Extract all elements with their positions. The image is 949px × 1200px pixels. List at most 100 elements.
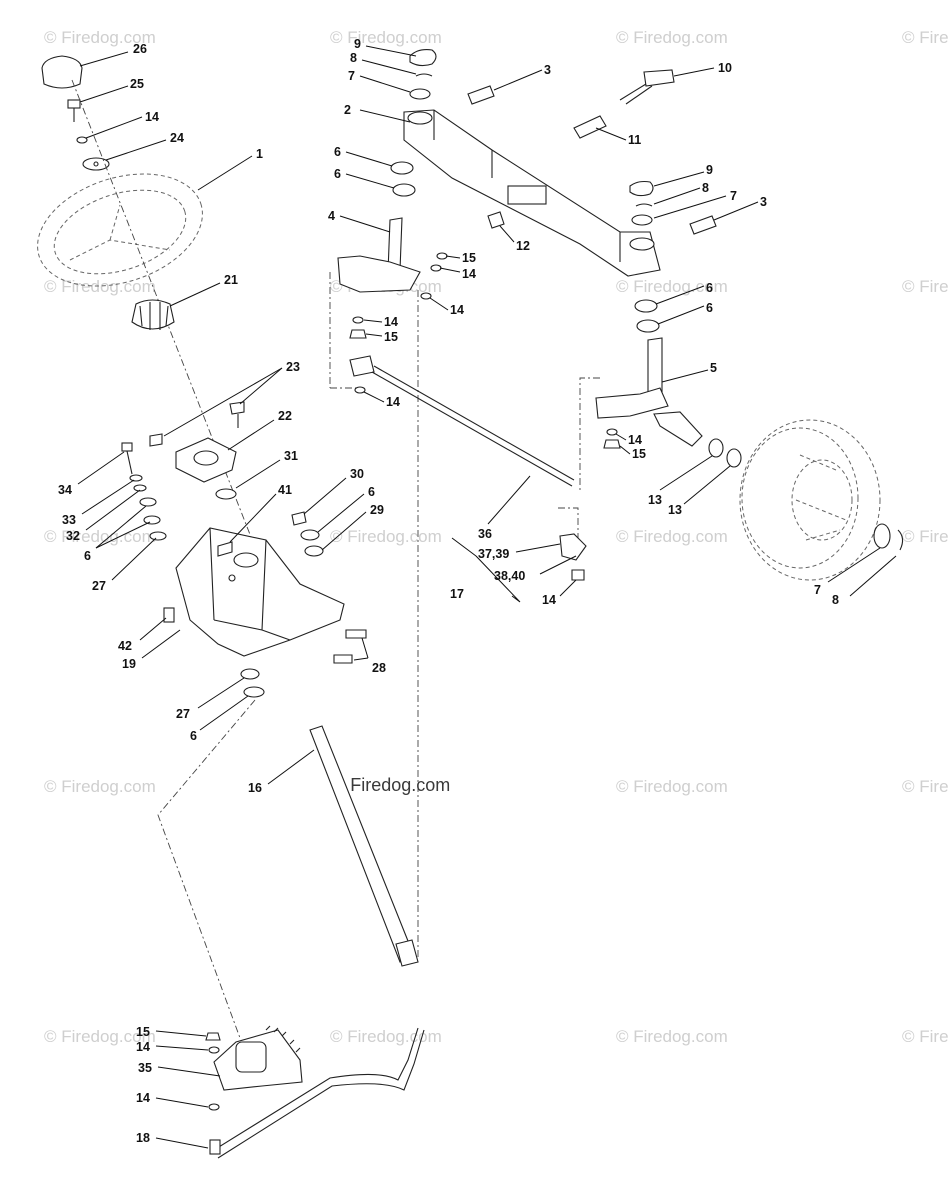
watermark: © Firedog.com [330, 28, 442, 47]
flat-washer [243, 686, 265, 698]
watermark: © Firedog.com [44, 277, 156, 296]
callout-6: 6 [334, 167, 341, 181]
callout-15: 15 [632, 447, 646, 461]
lock-washer [208, 1103, 220, 1111]
callout-6: 6 [706, 281, 713, 295]
watermark: © Firedog.com [902, 277, 949, 296]
watermark: © Firedog.com [44, 527, 156, 546]
pivot-bolt-thread [619, 83, 653, 105]
callout-14: 14 [136, 1091, 150, 1105]
callout-18: 18 [136, 1131, 150, 1145]
gear-hub [235, 1041, 267, 1073]
flat-washer [631, 214, 653, 226]
watermark: © Firedog.com [44, 28, 156, 47]
spindle-arm [337, 255, 421, 293]
callout-9: 9 [706, 163, 713, 177]
callout-6: 6 [84, 549, 91, 563]
callout-14: 14 [462, 267, 476, 281]
washer [133, 484, 147, 492]
tie-rod-end [349, 355, 375, 377]
spindle-arm [595, 387, 669, 419]
watermark: © Firedog.com [902, 28, 949, 47]
drag-link [213, 1027, 419, 1151]
hex-nut [603, 439, 621, 449]
callout-15: 15 [136, 1025, 150, 1039]
steering-support-bracket [175, 527, 345, 657]
bushing [215, 488, 237, 500]
lock-washer [352, 316, 364, 324]
callout-14: 14 [145, 110, 159, 124]
callout-6: 6 [190, 729, 197, 743]
callout-13: 13 [648, 493, 662, 507]
spindle [647, 337, 663, 395]
drag-link-end [209, 1139, 221, 1155]
callout-6: 6 [706, 301, 713, 315]
axle-bore [407, 111, 433, 125]
screw [229, 401, 245, 415]
axle-pivot-boss [507, 185, 547, 205]
retaining-ring [635, 203, 653, 207]
callout-1: 1 [256, 147, 263, 161]
callout-11: 11 [628, 133, 641, 147]
callout-7: 7 [730, 189, 737, 203]
callout-30: 30 [350, 467, 364, 481]
shaft-end [395, 939, 419, 967]
bolt [345, 629, 367, 639]
bearing [634, 299, 658, 313]
bushing [304, 545, 324, 557]
callout-labels: 26 25 14 24 1 21 23 22 34 31 33 32 6 41 … [58, 37, 839, 1145]
callout-8: 8 [350, 51, 357, 65]
watermark: © Firedog.com [902, 527, 949, 546]
callout-14: 14 [450, 303, 464, 317]
watermark: © Firedog.com [616, 277, 728, 296]
grease-fitting [467, 85, 495, 105]
tie-rod [371, 371, 573, 487]
pivot-bolt-head [643, 69, 675, 87]
steering-cap [41, 55, 83, 89]
washer-hole [93, 161, 99, 167]
flat-washer [726, 448, 742, 468]
watermark: © Firedog.com [616, 1027, 728, 1046]
watermark: © Firedog.com [330, 1027, 442, 1046]
retaining-ring [415, 73, 433, 77]
bolt-shank [126, 450, 133, 475]
callout-27: 27 [176, 707, 190, 721]
washer [143, 515, 161, 525]
bracket-hole [233, 552, 259, 568]
callout-42: 42 [118, 639, 132, 653]
callout-2: 2 [344, 103, 351, 117]
bushing [240, 668, 260, 680]
callout-32: 32 [66, 529, 80, 543]
watermark: © Firedog.com [44, 777, 156, 796]
lock-washer [208, 1046, 220, 1054]
tie-rod-edge [373, 365, 575, 481]
callout-5: 5 [710, 361, 717, 375]
spindle-axle [653, 411, 703, 447]
spacer [291, 511, 307, 526]
steering-washer [82, 157, 110, 171]
steering-wheel [37, 173, 203, 287]
callout-27: 27 [92, 579, 106, 593]
lock-washer [430, 264, 442, 272]
callout-16: 16 [248, 781, 262, 795]
steering-wheel-spokes [69, 204, 171, 261]
callout-7: 7 [814, 583, 821, 597]
center-watermark: © Firedog.com [332, 775, 450, 795]
gear-teeth [265, 1025, 301, 1053]
callout-7: 7 [348, 69, 355, 83]
lock-washer [436, 252, 448, 260]
callout-31: 31 [284, 449, 298, 463]
spindle-cap [629, 180, 654, 197]
flat-washer [708, 438, 724, 458]
callout-34: 34 [58, 483, 72, 497]
hex-nut [349, 329, 367, 339]
callout-36: 36 [478, 527, 492, 541]
screw [149, 433, 163, 447]
bracket-edges [209, 527, 291, 641]
guide-line [157, 699, 256, 1039]
watermark: © Firedog.com [902, 777, 949, 796]
callout-19: 19 [122, 657, 136, 671]
lock-washer [354, 386, 366, 394]
axle-edges [433, 110, 621, 262]
